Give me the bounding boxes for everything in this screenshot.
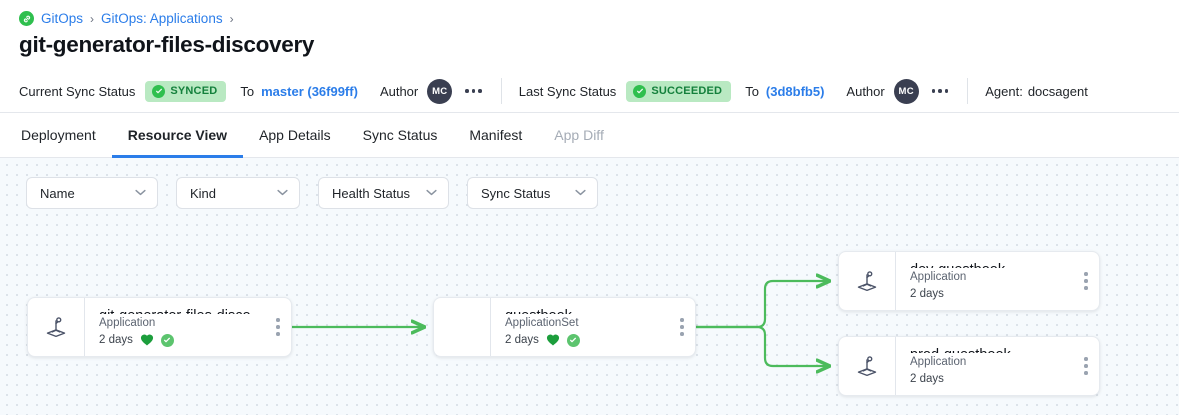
ellipsis-vertical-icon[interactable]: [669, 298, 695, 356]
ellipsis-vertical-icon[interactable]: [1073, 337, 1099, 395]
status-badge-succeeded-label: SUCCEEDED: [651, 85, 723, 97]
node-title: dev-guestbook: [910, 261, 1073, 268]
check-circle-icon: [566, 333, 580, 347]
node-body: guestbook ApplicationSet 2 days: [490, 298, 669, 356]
agent-label: Agent:: [985, 83, 1023, 99]
filter-health-status-label: Health Status: [332, 185, 411, 201]
node-body: dev-guestbook Application 2 days: [895, 252, 1073, 310]
current-to-label: To: [240, 83, 255, 99]
node-title: git-generator-files-disco...: [99, 307, 265, 314]
node-kind: Application: [910, 356, 967, 368]
gitops-link-icon: [19, 11, 34, 26]
node-age: 2 days: [910, 373, 944, 385]
current-sync-status-label: Current Sync Status: [19, 83, 136, 99]
last-author-label: Author: [846, 83, 885, 99]
check-circle-icon: [152, 84, 166, 98]
tab-app-details[interactable]: App Details: [259, 127, 331, 143]
chevron-down-icon: [135, 188, 146, 199]
node-meta: 2 days: [99, 332, 265, 348]
page-title: git-generator-files-discovery: [19, 32, 315, 57]
filter-name-label: Name: [40, 185, 75, 201]
status-badge-succeeded[interactable]: SUCCEEDED: [626, 80, 732, 102]
last-revision-link[interactable]: (3d8bfb5): [765, 83, 825, 99]
node-meta: 2 days: [910, 371, 1073, 387]
status-badge-synced-label: SYNCED: [170, 85, 218, 97]
filter-health-status[interactable]: Health Status: [318, 177, 449, 209]
node-title: prod-guestbook: [910, 346, 1073, 353]
filter-kind-label: Kind: [190, 185, 217, 201]
node-age: 2 days: [99, 334, 133, 346]
argo-application-icon: [839, 337, 895, 395]
ellipsis-vertical-icon[interactable]: [1073, 252, 1099, 310]
ellipsis-horizontal-icon[interactable]: [463, 85, 484, 97]
node-icon-placeholder: [434, 298, 490, 356]
breadcrumb-separator: ›: [90, 11, 95, 26]
ellipsis-vertical-icon[interactable]: [265, 298, 291, 356]
last-sync-status-group: Last Sync Status SUCCEEDED To (3d8bfb5) …: [518, 78, 951, 104]
node-kind: Application: [99, 317, 156, 329]
graph-node-guestbook[interactable]: guestbook ApplicationSet 2 days: [433, 297, 696, 357]
tab-manifest[interactable]: Manifest: [469, 127, 523, 143]
heart-icon: [140, 333, 154, 348]
node-body: prod-guestbook Application 2 days: [895, 337, 1073, 395]
resource-graph-canvas[interactable]: Name Kind Health Status Sync Status: [0, 158, 1179, 415]
node-age: 2 days: [505, 334, 539, 346]
agent-value: docsagent: [1027, 83, 1088, 99]
filter-bar: Name Kind Health Status Sync Status: [26, 177, 598, 209]
check-circle-icon: [160, 333, 174, 347]
ellipsis-horizontal-icon[interactable]: [930, 85, 951, 97]
breadcrumb-separator: ›: [229, 11, 234, 26]
node-age: 2 days: [910, 288, 944, 300]
agent-info: Agent:docsagent: [985, 84, 1088, 99]
chevron-down-icon: [575, 188, 586, 199]
tab-deployment[interactable]: Deployment: [21, 127, 96, 143]
check-circle-icon: [633, 84, 647, 98]
heart-icon: [546, 333, 560, 348]
node-meta: 2 days: [505, 332, 669, 348]
tab-sync-status[interactable]: Sync Status: [362, 127, 438, 143]
tab-app-diff: App Diff: [554, 127, 604, 143]
tab-bar: Deployment Resource View App Details Syn…: [0, 113, 1179, 158]
graph-node-git-generator-files-discovery[interactable]: git-generator-files-disco... Application…: [27, 297, 292, 357]
argo-application-icon: [839, 252, 895, 310]
filter-kind[interactable]: Kind: [176, 177, 300, 209]
current-sync-status-group: Current Sync Status SYNCED To master (36…: [19, 78, 484, 104]
filter-sync-status[interactable]: Sync Status: [467, 177, 598, 209]
argo-application-icon: [28, 298, 84, 356]
node-meta: 2 days: [910, 286, 1073, 302]
breadcrumb-item-gitops[interactable]: GitOps: [41, 11, 84, 26]
chevron-down-icon: [426, 188, 437, 199]
tab-resource-view[interactable]: Resource View: [111, 113, 244, 158]
divider: [967, 78, 969, 104]
chevron-down-icon: [277, 188, 288, 199]
edge-set-to-prod: [694, 325, 829, 366]
current-author-label: Author: [379, 83, 419, 99]
filter-sync-status-label: Sync Status: [481, 185, 551, 201]
edge-set-to-dev: [694, 281, 829, 329]
node-kind: Application: [910, 271, 967, 283]
avatar[interactable]: MC: [893, 78, 919, 104]
graph-node-prod-guestbook[interactable]: prod-guestbook Application 2 days: [838, 336, 1100, 396]
divider: [500, 78, 502, 104]
graph-node-dev-guestbook[interactable]: dev-guestbook Application 2 days: [838, 251, 1100, 311]
avatar[interactable]: MC: [427, 78, 453, 104]
last-to-label: To: [745, 83, 759, 99]
status-badge-synced[interactable]: SYNCED: [145, 80, 227, 102]
breadcrumb-item-applications[interactable]: GitOps: Applications: [101, 11, 223, 26]
node-body: git-generator-files-disco... Application…: [84, 298, 265, 356]
current-revision-link[interactable]: master (36f99ff): [261, 83, 358, 99]
node-title: guestbook: [505, 307, 669, 314]
filter-name[interactable]: Name: [26, 177, 158, 209]
last-sync-status-label: Last Sync Status: [518, 83, 617, 99]
breadcrumb: GitOps › GitOps: Applications ›: [0, 0, 1179, 26]
status-bar: Current Sync Status SYNCED To master (36…: [0, 70, 1179, 113]
node-kind: ApplicationSet: [505, 317, 579, 329]
